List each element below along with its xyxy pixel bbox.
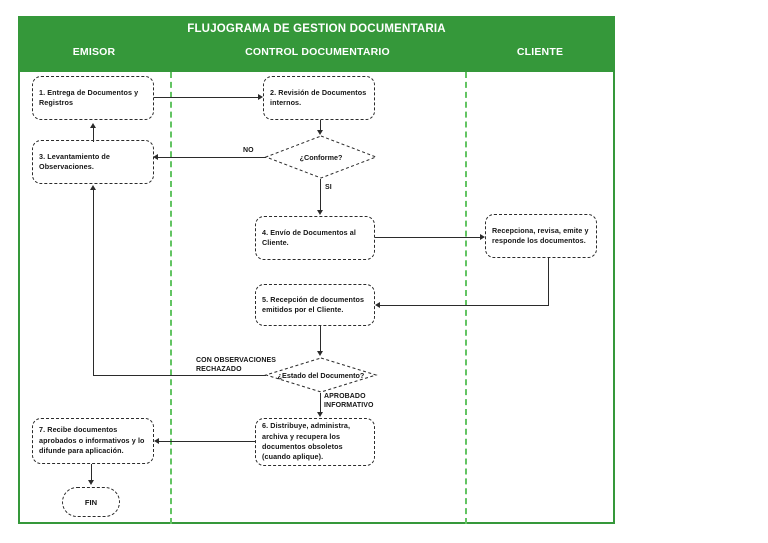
connector-n1-to-n2 xyxy=(154,97,258,98)
node-revision-documentos[interactable]: 2. Revisión de Documentos internos. xyxy=(263,76,375,120)
node-entrega-documentos-label: 1. Entrega de Documentos y Registros xyxy=(39,87,139,107)
node-distribuye-administra[interactable]: 6. Distribuye, administra, archiva y rec… xyxy=(255,418,375,466)
edge-label-rechazado: CON OBSERVACIONES RECHAZADO xyxy=(196,357,277,374)
lane-header-cliente: CLIENTE xyxy=(516,46,564,58)
connector-d1-no-to-n3 xyxy=(158,157,266,158)
decision-conforme-shape xyxy=(264,135,378,179)
node-levantamiento-observaciones-label: 3. Levantamiento de Observaciones. xyxy=(39,151,110,171)
connector-cliente-down xyxy=(548,258,549,305)
node-distribuye-administra-label: 6. Distribuye, administra, archiva y rec… xyxy=(262,421,351,462)
node-recibe-documentos[interactable]: 7. Recibe documentos aprobados o informa… xyxy=(32,418,154,464)
node-recibe-documentos-label: 7. Recibe documentos aprobados o informa… xyxy=(39,425,145,456)
connector-n7-to-fin xyxy=(91,464,92,481)
node-fin-terminator[interactable]: FIN xyxy=(62,487,120,517)
arrow-n1-to-n2 xyxy=(258,94,263,100)
node-cliente-recepciona-label: Recepciona, revisa, emite y responde los… xyxy=(492,225,589,245)
node-entrega-documentos[interactable]: 1. Entrega de Documentos y Registros xyxy=(32,76,154,120)
node-recepcion-documentos[interactable]: 5. Recepción de documentos emitidos por … xyxy=(255,284,375,326)
arrow-rechazado-to-n3 xyxy=(90,185,96,190)
connector-d2-to-n6 xyxy=(320,393,321,413)
connector-d2-rechazado xyxy=(93,375,266,376)
lane-header-control-documentario: CONTROL DOCUMENTARIO xyxy=(245,46,390,58)
lane-divider-1 xyxy=(170,72,172,524)
header-band: FLUJOGRAMA DE GESTION DOCUMENTARIA EMISO… xyxy=(18,16,615,72)
arrow-n5-to-d2 xyxy=(317,351,323,356)
lane-header-emisor: EMISOR xyxy=(72,46,116,58)
connector-n3-to-n1 xyxy=(93,128,94,142)
arrow-d1-no-to-n3 xyxy=(153,154,158,160)
arrow-n7-to-fin xyxy=(88,480,94,485)
arrow-n2-to-d1 xyxy=(317,130,323,135)
node-revision-documentos-label: 2. Revisión de Documentos internos. xyxy=(270,87,367,107)
connector-n2-to-d1 xyxy=(320,120,321,132)
decision-conforme[interactable]: ¿Conforme? xyxy=(264,135,378,179)
connector-n6-to-n7 xyxy=(159,441,256,442)
connector-n5-to-d2 xyxy=(320,326,321,352)
arrow-n6-to-n7 xyxy=(154,438,159,444)
connector-rechazado-up xyxy=(93,190,94,376)
page-title: FLUJOGRAMA DE GESTION DOCUMENTARIA xyxy=(187,23,446,35)
decision-estado-documento-shape xyxy=(264,357,378,393)
edge-label-si: SI xyxy=(325,184,332,191)
node-cliente-recepciona[interactable]: Recepciona, revisa, emite y responde los… xyxy=(485,214,597,258)
arrow-d2-to-n6 xyxy=(317,412,323,417)
edge-label-aprobado: APROBADO INFORMATIVO xyxy=(324,393,374,410)
connector-d1-si-to-n4 xyxy=(320,179,321,212)
connector-n4-to-cliente xyxy=(375,237,480,238)
arrow-n3-to-n1 xyxy=(90,123,96,128)
arrow-d1-si-to-n4 xyxy=(317,210,323,215)
node-envio-documentos[interactable]: 4. Envío de Documentos al Cliente. xyxy=(255,216,375,260)
edge-label-no: NO xyxy=(243,147,254,154)
arrow-cliente-to-n5 xyxy=(375,302,380,308)
node-recepcion-documentos-label: 5. Recepción de documentos emitidos por … xyxy=(262,294,365,314)
node-fin-label: FIN xyxy=(84,497,98,507)
node-envio-documentos-label: 4. Envío de Documentos al Cliente. xyxy=(262,227,356,247)
node-levantamiento-observaciones[interactable]: 3. Levantamiento de Observaciones. xyxy=(32,140,154,184)
connector-cliente-to-n5 xyxy=(380,305,549,306)
lane-divider-2 xyxy=(465,72,467,524)
decision-estado-documento[interactable]: ¿Estado del Documento? xyxy=(264,357,378,393)
arrow-n4-to-cliente xyxy=(480,234,485,240)
